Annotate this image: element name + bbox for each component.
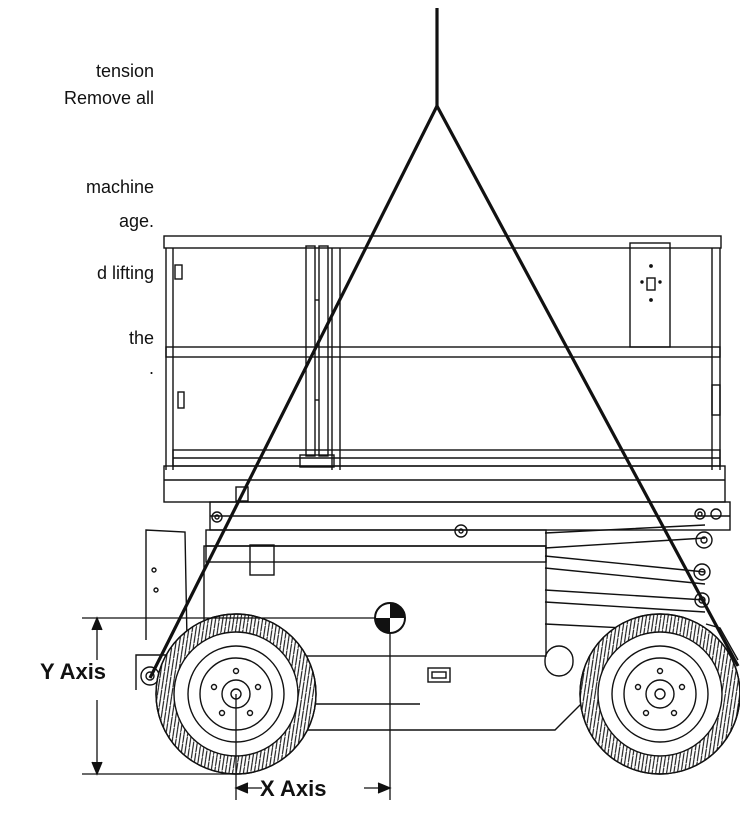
instruction-line: the [128, 328, 154, 348]
center-of-gravity-icon [374, 602, 406, 634]
instruction-text: tension Remove all machine age. d liftin… [0, 0, 170, 400]
instruction-line: age. [118, 211, 154, 231]
instruction-line: machine [85, 177, 154, 197]
x-axis-dimension [234, 633, 392, 800]
rear-wheel [579, 613, 740, 775]
instruction-line: Remove all [63, 88, 154, 108]
y-axis-dimension [82, 616, 375, 776]
instruction-line: tension [95, 61, 154, 81]
rear-tie-down [705, 623, 739, 661]
instruction-line: d lifting [96, 263, 154, 283]
y-axis-label: Y Axis [40, 659, 107, 684]
platform-deck [163, 465, 731, 538]
instruction-line: . [148, 358, 154, 378]
lifting-slings [148, 8, 740, 679]
x-axis-label: X Axis [260, 776, 327, 801]
platform-guardrail [163, 235, 722, 470]
scissor-arms [544, 524, 713, 633]
